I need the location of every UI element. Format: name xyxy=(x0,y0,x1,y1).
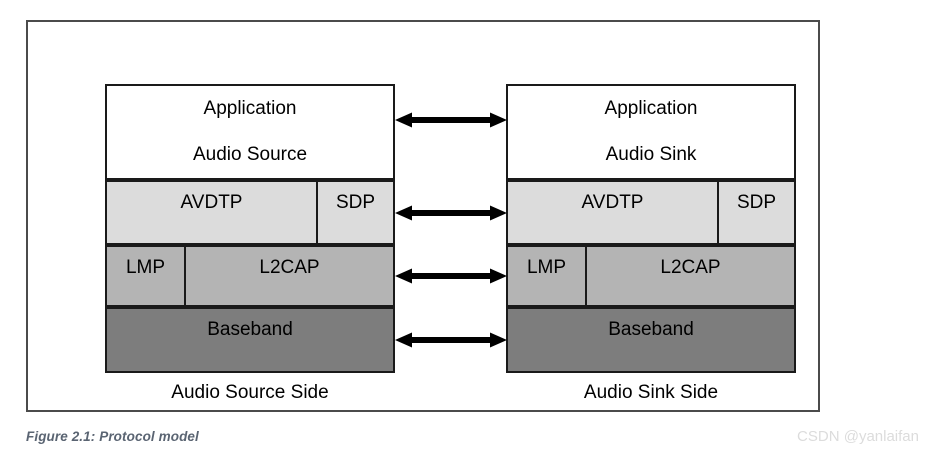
layer-label-sdp-right: SDP xyxy=(736,192,777,213)
layer-baseband-left: Baseband xyxy=(105,307,395,373)
layer-baseband-right: Baseband xyxy=(506,307,796,373)
layer-cell-sdp-left: SDP xyxy=(318,182,393,243)
layer-label-l2cap-left: L2CAP xyxy=(259,257,320,278)
layer-cell-lmp-left: LMP xyxy=(107,247,186,305)
stack-side-label-audio-source: Audio Source Side xyxy=(171,382,329,403)
layer-avdtp-sdp-left: AVDTP SDP xyxy=(105,180,395,245)
protocol-stack-audio-source: Application Audio Source AVDTP SDP LMP L… xyxy=(105,84,395,373)
double-arrow-icon-baseband xyxy=(395,329,507,351)
layer-lmp-l2cap-right: LMP L2CAP xyxy=(506,245,796,307)
layer-label-lmp-left: LMP xyxy=(125,257,166,278)
layer-cell-l2cap-right: L2CAP xyxy=(587,247,794,305)
figure-frame: Application Audio Source AVDTP SDP LMP L… xyxy=(26,20,820,412)
layer-label-avdtp-right: AVDTP xyxy=(581,192,644,213)
layer-label-baseband-left: Baseband xyxy=(207,319,293,340)
double-arrow-icon-application xyxy=(395,109,507,131)
layer-cell-avdtp-right: AVDTP xyxy=(508,182,719,243)
layer-label-audio-sink: Audio Sink xyxy=(605,144,697,165)
protocol-stack-audio-sink: Application Audio Sink AVDTP SDP LMP L2C… xyxy=(506,84,796,373)
layer-avdtp-sdp-right: AVDTP SDP xyxy=(506,180,796,245)
watermark-text: CSDN @yanlaifan xyxy=(797,428,919,445)
layer-lmp-l2cap-left: LMP L2CAP xyxy=(105,245,395,307)
figure-caption: Figure 2.1: Protocol model xyxy=(26,429,199,444)
double-arrow-icon-l2cap xyxy=(395,265,507,287)
layer-label-application-left: Application xyxy=(203,98,297,119)
layer-cell-sdp-right: SDP xyxy=(719,182,794,243)
stack-side-label-audio-sink: Audio Sink Side xyxy=(583,382,719,403)
layer-application-right: Application Audio Sink xyxy=(506,84,796,180)
layer-label-l2cap-right: L2CAP xyxy=(660,257,721,278)
layer-label-avdtp-left: AVDTP xyxy=(180,192,243,213)
layer-label-sdp-left: SDP xyxy=(335,192,376,213)
layer-label-application-right: Application xyxy=(604,98,698,119)
double-arrow-icon-avdtp xyxy=(395,202,507,224)
layer-application-left: Application Audio Source xyxy=(105,84,395,180)
layer-label-baseband-right: Baseband xyxy=(608,319,694,340)
layer-cell-avdtp-left: AVDTP xyxy=(107,182,318,243)
layer-label-lmp-right: LMP xyxy=(526,257,567,278)
layer-cell-lmp-right: LMP xyxy=(508,247,587,305)
layer-label-audio-source: Audio Source xyxy=(192,144,308,165)
layer-cell-l2cap-left: L2CAP xyxy=(186,247,393,305)
